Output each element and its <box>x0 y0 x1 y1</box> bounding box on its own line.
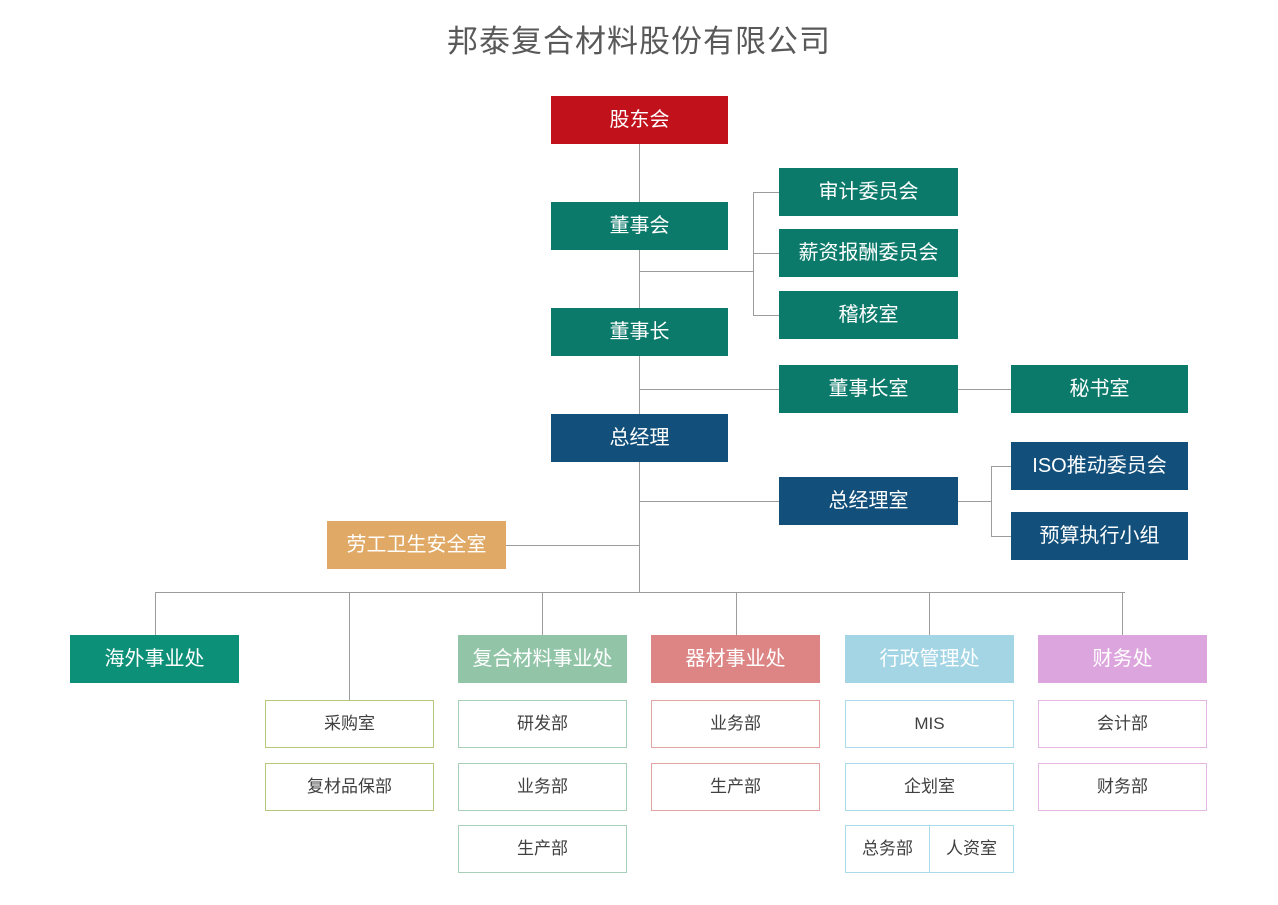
connector-iso-committee <box>991 466 1012 467</box>
connector-board-to-bus <box>639 271 754 272</box>
node-audit-office[interactable]: 稽核室 <box>779 291 958 339</box>
dept-equipment-0[interactable]: 业务部 <box>651 700 820 748</box>
connector-chairman-office <box>639 389 780 390</box>
connector-drop-composite <box>542 592 543 635</box>
division-finance[interactable]: 财务处 <box>1038 635 1207 683</box>
node-chairman-office[interactable]: 董事长室 <box>779 365 958 413</box>
dept-finance-1[interactable]: 财务部 <box>1038 763 1207 811</box>
connector-gm-office <box>639 501 780 502</box>
dept-composite-0[interactable]: 研发部 <box>458 700 627 748</box>
connector-drop-procurement <box>349 592 350 700</box>
connector-division-bus <box>155 592 1125 593</box>
connector-audit-office <box>753 315 780 316</box>
division-administration[interactable]: 行政管理处 <box>845 635 1014 683</box>
node-iso-committee[interactable]: ISO推动委员会 <box>1011 442 1188 490</box>
connector-gm-sub-bus <box>991 466 992 536</box>
node-shareholders-meeting[interactable]: 股东会 <box>551 96 728 144</box>
connector-spine-main <box>639 144 640 592</box>
division-overseas[interactable]: 海外事业处 <box>70 635 239 683</box>
connector-drop-equipment <box>736 592 737 635</box>
dept-administration-0[interactable]: MIS <box>845 700 1014 748</box>
node-secretariat[interactable]: 秘书室 <box>1011 365 1188 413</box>
connector-drop-overseas <box>155 592 156 635</box>
node-general-manager[interactable]: 总经理 <box>551 414 728 462</box>
connector-gm-office-right <box>958 501 991 502</box>
division-equipment[interactable]: 器材事业处 <box>651 635 820 683</box>
connector-compensation-committee <box>753 253 780 254</box>
dept-administration-1[interactable]: 企划室 <box>845 763 1014 811</box>
node-audit-committee[interactable]: 审计委员会 <box>779 168 958 216</box>
connector-safety-office <box>506 545 640 546</box>
node-compensation-committee[interactable]: 薪资报酬委员会 <box>779 229 958 277</box>
dept-composite-2[interactable]: 生产部 <box>458 825 627 873</box>
dept-procurement-0[interactable]: 采购室 <box>265 700 434 748</box>
connector-audit-committee <box>753 192 780 193</box>
division-composite[interactable]: 复合材料事业处 <box>458 635 627 683</box>
node-chairman[interactable]: 董事长 <box>551 308 728 356</box>
node-labor-health-safety-office[interactable]: 劳工卫生安全室 <box>327 521 506 569</box>
dept-finance-0[interactable]: 会计部 <box>1038 700 1207 748</box>
dept-composite-1[interactable]: 业务部 <box>458 763 627 811</box>
connector-budget-group <box>991 536 1012 537</box>
dept-procurement-1[interactable]: 复材品保部 <box>265 763 434 811</box>
dept-equipment-1[interactable]: 生产部 <box>651 763 820 811</box>
dept-administration-general-affairs[interactable]: 总务部 <box>845 825 930 873</box>
node-budget-execution-group[interactable]: 预算执行小组 <box>1011 512 1188 560</box>
node-board-of-directors[interactable]: 董事会 <box>551 202 728 250</box>
page-title: 邦泰复合材料股份有限公司 <box>447 24 831 59</box>
connector-drop-finance <box>1122 592 1123 635</box>
connector-drop-administration <box>929 592 930 635</box>
dept-administration-human-resources[interactable]: 人资室 <box>929 825 1014 873</box>
connector-secretariat <box>958 389 1012 390</box>
node-general-manager-office[interactable]: 总经理室 <box>779 477 958 525</box>
